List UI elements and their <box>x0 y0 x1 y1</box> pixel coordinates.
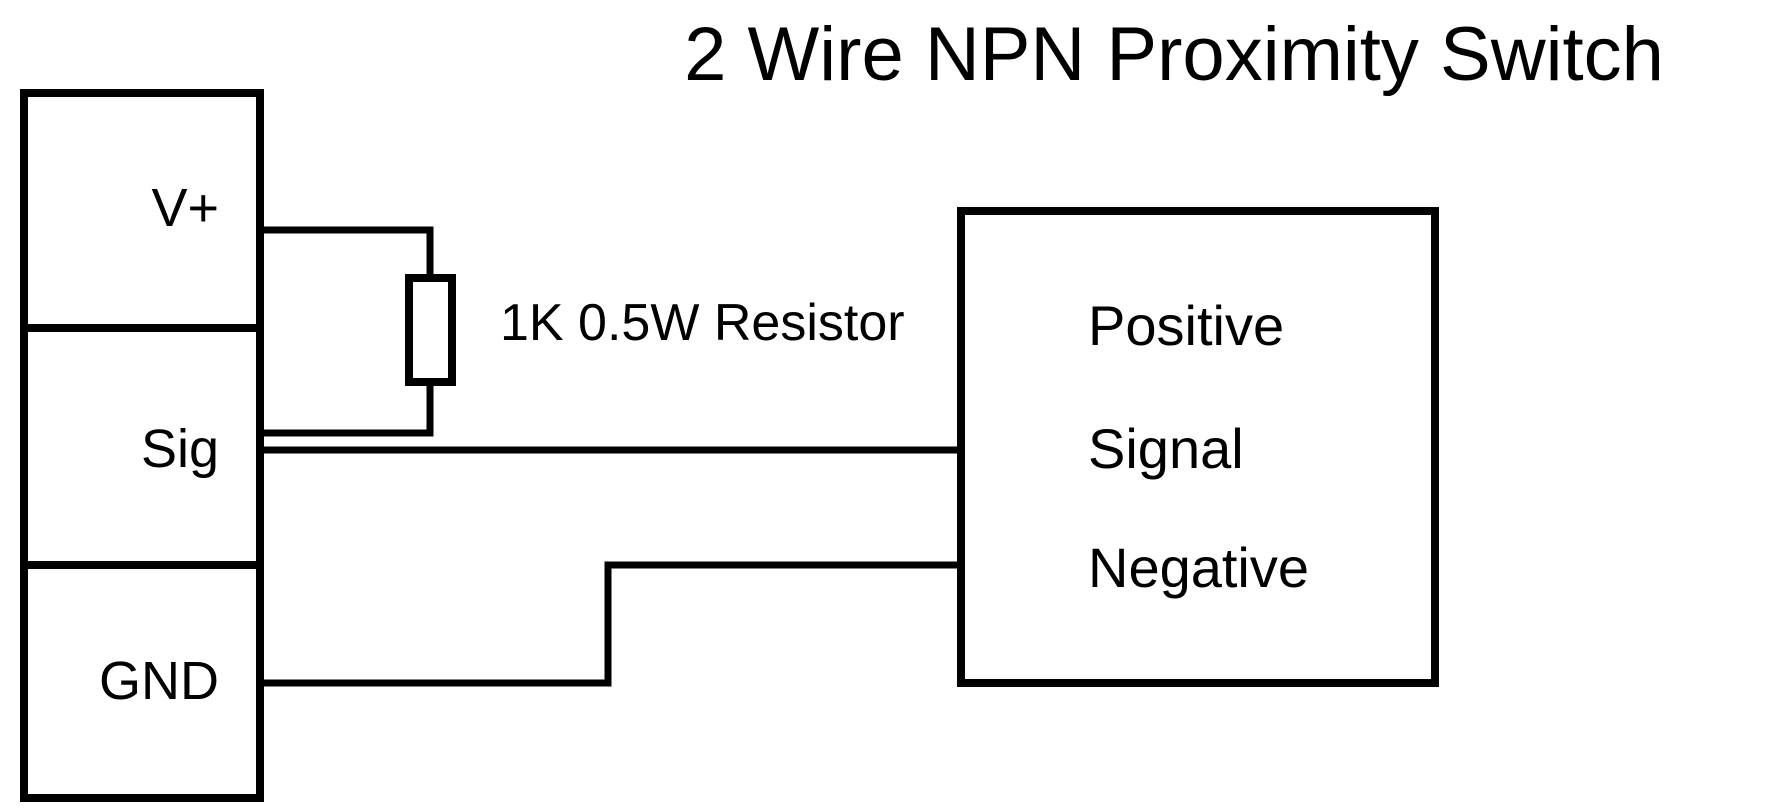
switch-label-positive: Positive <box>1088 294 1284 357</box>
resistor-symbol <box>405 274 456 386</box>
terminal-label-gnd: GND <box>99 651 219 711</box>
wire-resistor-to-sig <box>260 382 434 437</box>
wire-gnd-to-negative <box>260 561 961 687</box>
diagram-linework <box>20 89 1439 802</box>
terminal-label-sig: Sig <box>141 419 219 479</box>
diagram-title: 2 Wire NPN Proximity Switch <box>684 12 1664 97</box>
terminal-label-vplus: V+ <box>151 178 219 238</box>
input-terminal-block <box>20 89 264 802</box>
switch-pin-labels: Positive Signal Negative <box>1088 294 1309 599</box>
input-terminal-labels: V+ Sig GND <box>99 178 219 711</box>
switch-label-signal: Signal <box>1088 417 1244 480</box>
switch-label-negative: Negative <box>1088 536 1309 599</box>
resistor-label: 1K 0.5W Resistor <box>500 294 905 352</box>
wire-vplus-to-resistor <box>260 226 434 278</box>
